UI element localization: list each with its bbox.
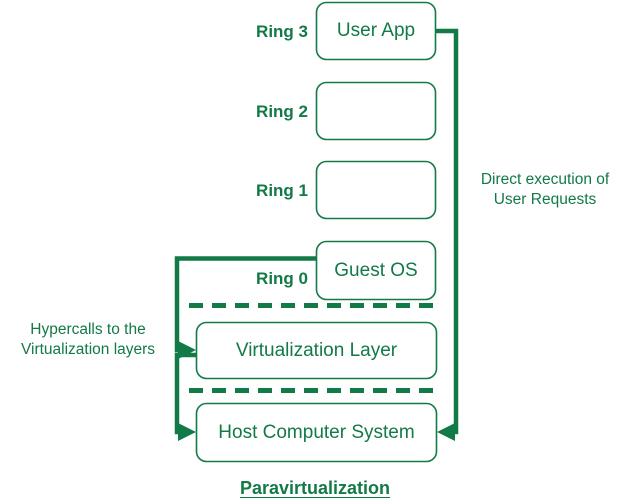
ring-2-box [315, 81, 437, 141]
ring-label-2: Ring 2 [256, 102, 308, 121]
hypercalls-annotation-line-1: Hypercalls to the [30, 321, 146, 338]
direct-execution-annotation: Direct execution of User Requests [461, 170, 629, 211]
ring-label-1: Ring 1 [256, 181, 308, 200]
hypercalls-annotation: Hypercalls to the Virtualization layers [2, 320, 174, 361]
virtualization-layer-label: Virtualization Layer [235, 339, 398, 361]
hypercalls-annotation-line-2: Virtualization layers [20, 341, 156, 359]
ring-1-box [315, 160, 437, 220]
ring-3-box [315, 1, 437, 61]
host-computer-system-label: Host Computer System [218, 421, 415, 443]
direct-execution-annotation-line-1: Direct execution of [480, 171, 610, 188]
direct-execution-connector [436, 28, 459, 435]
guest-os-label: Guest OS [334, 259, 418, 281]
direct-execution-arrowhead [437, 423, 455, 441]
hypercalls-arrowhead-host [178, 423, 196, 441]
host-computer-system-box [195, 402, 438, 463]
virtualization-layer-box [195, 321, 438, 380]
diagram-title: Paravirtualization [239, 478, 391, 498]
direct-execution-annotation-line-2: User Requests [493, 191, 597, 209]
user-app-label: User App [336, 20, 416, 41]
ring-1-box-label [316, 161, 436, 219]
ring-label-0: Ring 0 [256, 269, 308, 288]
ring-label-3: Ring 3 [256, 22, 308, 41]
hypercalls-connector-lower [174, 352, 196, 435]
ring-0-box [315, 240, 437, 301]
ring-2-box-label [316, 82, 436, 140]
